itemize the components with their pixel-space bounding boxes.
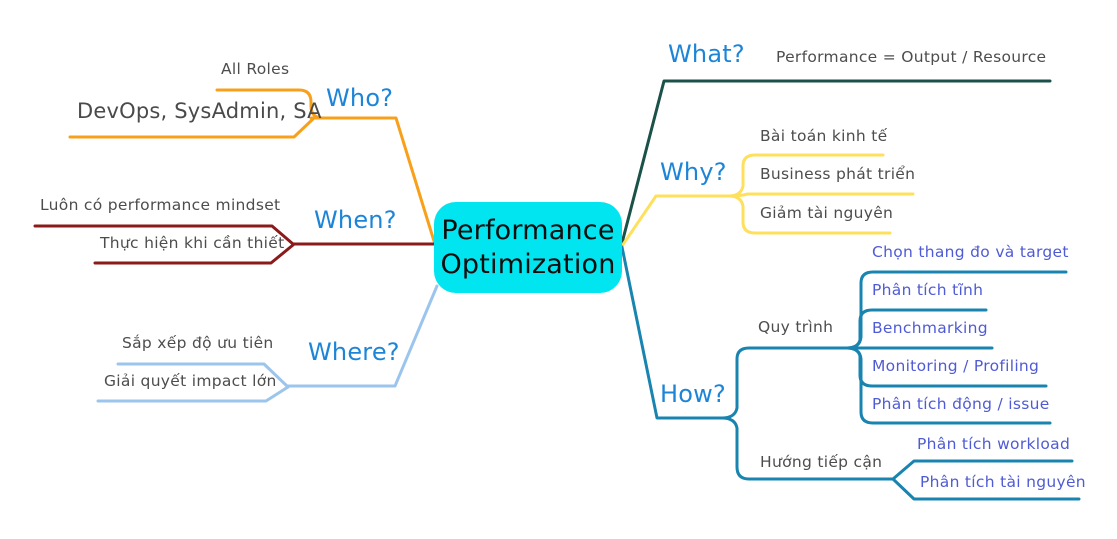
why-child-business[interactable]: Business phát triển <box>760 165 916 183</box>
who-child-all-roles[interactable]: All Roles <box>221 60 290 78</box>
branch-label-who[interactable]: Who? <box>326 84 394 112</box>
approach-child-resource[interactable]: Phân tích tài nguyên <box>920 473 1086 491</box>
what-child-formula[interactable]: Performance = Output / Resource <box>776 48 1047 66</box>
why-child3-line <box>727 194 892 235</box>
branch-label-what[interactable]: What? <box>668 40 745 68</box>
where-child1-line <box>116 362 290 389</box>
why-child-economics[interactable]: Bài toán kinh tế <box>760 127 888 145</box>
when-child-necessary[interactable]: Thực hiện khi cần thiết <box>100 234 285 252</box>
branch-label-where[interactable]: Where? <box>308 338 400 366</box>
how-approach-line <box>720 416 895 481</box>
how-process-line <box>720 346 849 420</box>
who-child-devops[interactable]: DevOps, SysAdmin, SA <box>77 99 322 123</box>
process-child-target[interactable]: Chọn thang đo và target <box>872 243 1069 261</box>
process-child-benchmark[interactable]: Benchmarking <box>872 319 988 337</box>
what-branch-line <box>620 79 1052 245</box>
root-title-line2: Optimization <box>440 248 616 280</box>
when-child2-line <box>93 243 295 265</box>
process-child-monitoring[interactable]: Monitoring / Profiling <box>872 357 1040 375</box>
where-child-impact[interactable]: Giải quyết impact lớn <box>104 372 277 390</box>
where-branch-line <box>286 284 439 388</box>
why-branch-line <box>620 194 731 248</box>
how-approach-child1-line <box>891 459 1074 481</box>
how-branch-line <box>620 245 724 420</box>
when-child1-line <box>33 224 295 246</box>
when-child-mindset[interactable]: Luôn có performance mindset <box>40 196 281 214</box>
how-node-process[interactable]: Quy trình <box>758 318 834 336</box>
branch-label-why[interactable]: Why? <box>660 158 727 186</box>
where-child-priority[interactable]: Sắp xếp độ ưu tiên <box>122 334 274 352</box>
where-child2-line <box>96 385 290 403</box>
how-approach-child2-line <box>891 477 1081 501</box>
process-child-dynamic[interactable]: Phân tích động / issue <box>872 395 1050 413</box>
branch-label-when[interactable]: When? <box>314 206 397 234</box>
who-branch-line <box>309 116 436 243</box>
root-title-line1: Performance <box>441 215 615 247</box>
how-process-child5-line <box>845 346 1052 425</box>
branch-label-how[interactable]: How? <box>660 380 726 408</box>
approach-child-workload[interactable]: Phân tích workload <box>917 435 1071 453</box>
why-child-resources[interactable]: Giảm tài nguyên <box>760 204 894 222</box>
who-child2-line <box>68 117 315 139</box>
who-child1-line <box>215 88 325 120</box>
root-node[interactable]: Performance Optimization <box>434 202 622 293</box>
how-node-approach[interactable]: Hướng tiếp cận <box>760 453 883 471</box>
why-child2-line <box>727 192 915 198</box>
process-child-static[interactable]: Phân tích tĩnh <box>872 281 984 299</box>
